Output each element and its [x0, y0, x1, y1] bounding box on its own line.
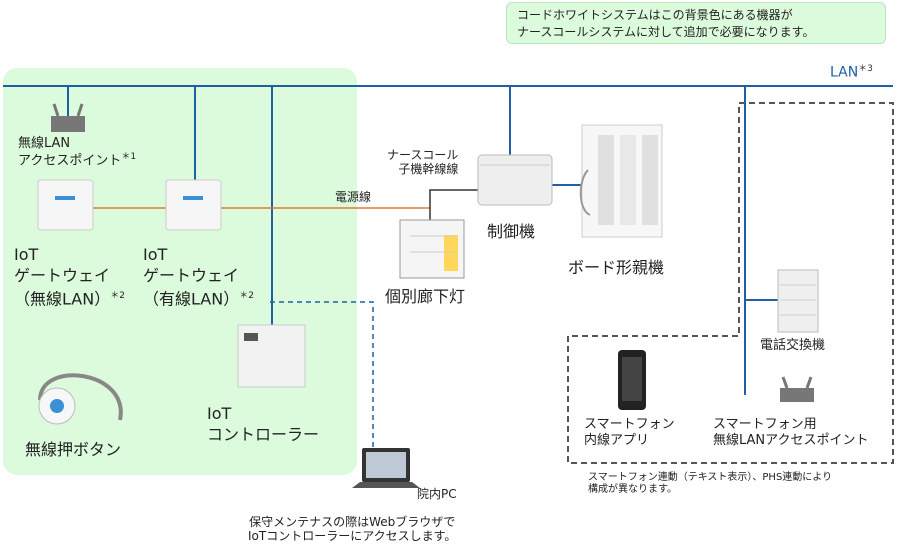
- wireless-ap-line2: アクセスポイント: [18, 152, 122, 168]
- trunk-line: [429, 189, 478, 222]
- control-unit-icon: [477, 154, 553, 206]
- pc-link: [270, 301, 374, 448]
- pc-note-line2: IoTコントローラーにアクセスします。: [248, 529, 457, 544]
- wireless-ap-mark: ＊1: [121, 151, 137, 162]
- gw-wireless-line1: IoT: [14, 245, 39, 264]
- iot-gateway-wireless-icon: [37, 179, 94, 231]
- pc-note: 保守メンテナスの際はWebブラウザで IoTコントローラーにアクセスします。: [248, 515, 456, 544]
- smartphone-note-line1: スマートフォン連動（テキスト表示）、PHS連動により: [588, 472, 833, 483]
- nurse-call-line1: ナースコール: [387, 148, 459, 162]
- smartphone-ap-label: スマートフォン用 無線LANアクセスポイント: [713, 417, 869, 448]
- wireless-ap-label: 無線LAN アクセスポイント＊1: [18, 136, 136, 169]
- power-line-label: 電源線: [335, 190, 372, 204]
- wireless-button-icon: [38, 373, 123, 425]
- smartphone-note-line2: 構成が異なります。: [588, 484, 677, 495]
- pc-label: 院内PC: [417, 487, 457, 501]
- smartphone-ap-line2: 無線LANアクセスポイント: [713, 432, 869, 448]
- iot-gateway-wireless-label: IoT ゲートウェイ （無線LAN）＊2: [14, 244, 125, 309]
- gw-wireless-line3: （無線LAN）: [14, 289, 111, 309]
- pbx-icon: [777, 269, 819, 333]
- laptop-icon: [352, 448, 420, 488]
- smartphone-zone: [567, 102, 894, 464]
- smartphone-note: スマートフォン連動（テキスト表示）、PHS連動により 構成が異なります。: [588, 472, 832, 496]
- gw-wired-line2: ゲートウェイ: [143, 266, 240, 285]
- smartphone-app-line2: 内線アプリ: [584, 432, 650, 448]
- iot-controller-label: IoT コントローラー: [207, 403, 319, 445]
- pbx-label: 電話交換機: [760, 338, 826, 353]
- smartphone-ap-line1: スマートフォン用: [713, 417, 817, 432]
- lan-mark: ＊3: [858, 64, 873, 74]
- iot-controller-icon: [237, 324, 306, 388]
- wireless-ap-line1: 無線LAN: [18, 136, 71, 151]
- controller-line1: IoT: [207, 404, 232, 423]
- gw-wireless-line2: ゲートウェイ: [14, 266, 111, 285]
- board-master-icon: [579, 124, 663, 238]
- nurse-call-line2: 子機幹線線: [398, 162, 459, 177]
- iot-gateway-wired-label: IoT ゲートウェイ （有線LAN）＊2: [143, 244, 254, 309]
- control-unit-label: 制御機: [487, 222, 536, 241]
- smartphone-icon: [618, 350, 646, 410]
- gw-wireless-mark: ＊2: [110, 291, 125, 301]
- lan-label: LAN＊3: [830, 64, 873, 81]
- corridor-light-label: 個別廊下灯: [385, 287, 466, 306]
- gw-wired-mark: ＊2: [239, 291, 254, 301]
- wireless-ap-icon: [51, 103, 85, 132]
- note-line-2: ナースコールシステムに対して追加で必要になります。: [517, 25, 815, 39]
- gw-wired-line3: （有線LAN）: [143, 289, 240, 309]
- gw-wired-line1: IoT: [143, 245, 168, 264]
- corridor-light-icon: [399, 219, 465, 279]
- note-box: コードホワイトシステムはこの背景色にある機器が ナースコールシステムに対して追加…: [506, 2, 886, 44]
- controller-line2: コントローラー: [207, 425, 320, 444]
- lan-text: LAN: [830, 64, 859, 81]
- wireless-button-label: 無線押ボタン: [25, 440, 122, 459]
- board-master-label: ボード形親機: [568, 258, 665, 277]
- note-line-1: コードホワイトシステムはこの背景色にある機器が: [517, 8, 793, 22]
- smartphone-app-line1: スマートフォン: [584, 417, 675, 432]
- smartphone-app-label: スマートフォン 内線アプリ: [584, 417, 675, 448]
- pc-note-line1: 保守メンテナスの際はWebブラウザで: [249, 515, 456, 529]
- smartphone-ap-icon: [780, 376, 814, 402]
- nurse-call-line-label: ナースコール 子機幹線線: [387, 148, 458, 177]
- iot-gateway-wired-icon: [165, 179, 222, 231]
